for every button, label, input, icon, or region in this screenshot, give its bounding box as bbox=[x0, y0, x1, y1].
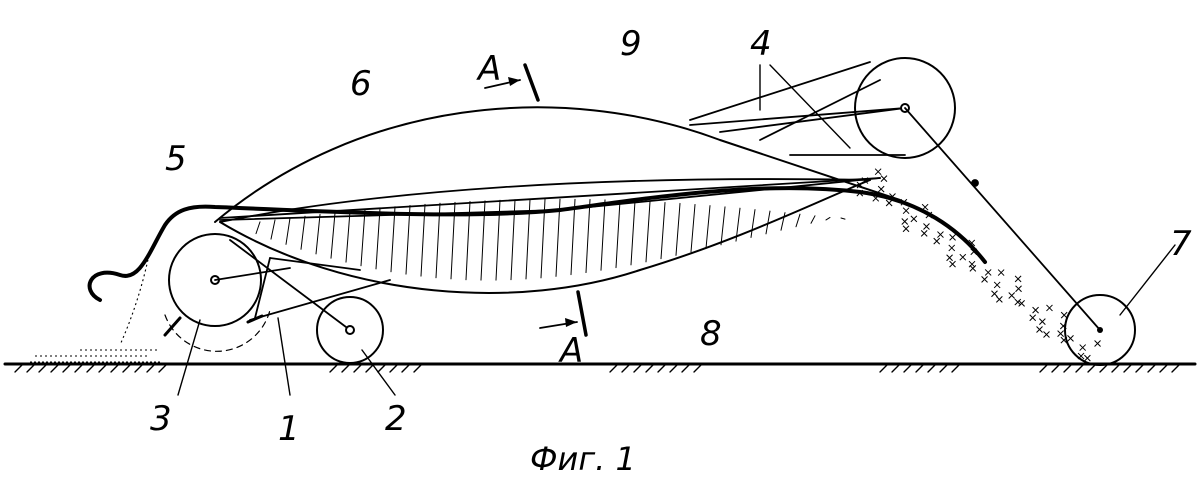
label-9: 9 bbox=[620, 24, 642, 64]
label-3: 3 bbox=[150, 399, 172, 439]
section-label-bottom: A bbox=[558, 331, 583, 371]
arm-to-wheel-7 bbox=[904, 107, 1101, 331]
wheel-7 bbox=[1064, 294, 1136, 366]
label-4: 4 bbox=[750, 24, 772, 64]
section-label-top: A bbox=[476, 49, 501, 89]
label-5: 5 bbox=[165, 139, 187, 179]
label-8: 8 bbox=[700, 314, 722, 354]
section-mark-bottom bbox=[539, 290, 588, 337]
drum-3 bbox=[163, 233, 291, 352]
belt-5 bbox=[87, 186, 987, 302]
label-2: 2 bbox=[385, 399, 407, 439]
frame-1 bbox=[229, 239, 391, 331]
ground bbox=[3, 362, 1197, 373]
label-7: 7 bbox=[1170, 224, 1192, 264]
frame-lines bbox=[219, 61, 906, 221]
wheel-2 bbox=[316, 296, 384, 364]
label-1: 1 bbox=[278, 409, 300, 449]
material-fall-right bbox=[856, 168, 1101, 362]
label-6: 6 bbox=[350, 64, 372, 104]
section-mark-top bbox=[484, 63, 540, 102]
figure-caption: Фиг. 1 bbox=[530, 440, 636, 478]
leader-lines bbox=[177, 64, 1176, 396]
material-pile-left bbox=[30, 249, 160, 363]
upper-body-9 bbox=[214, 106, 901, 223]
ground-hatching bbox=[14, 363, 1181, 373]
lower-body-8 bbox=[219, 178, 871, 294]
